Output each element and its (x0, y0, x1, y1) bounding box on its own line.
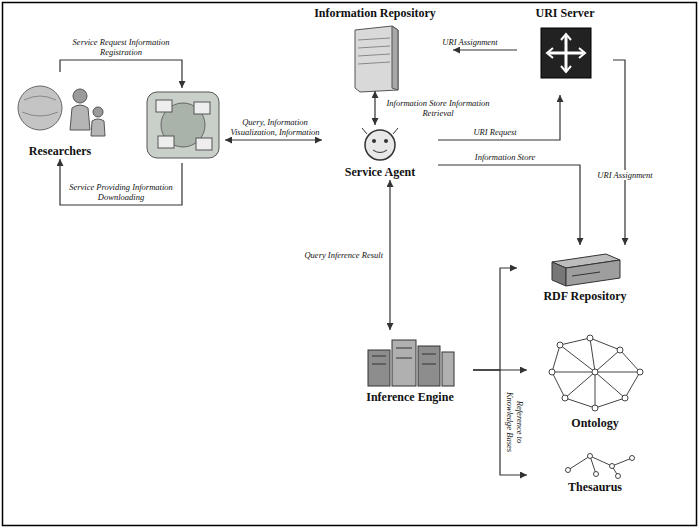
server-icon (552, 254, 620, 286)
node-label: Ontology (527, 416, 663, 431)
connector (60, 60, 182, 88)
thesaurus-tree (566, 454, 635, 479)
edge-label: Service Providing Information Downloadin… (64, 182, 178, 202)
connector (453, 49, 517, 50)
node-label: Information Repository (297, 6, 453, 21)
router-icon (541, 28, 591, 78)
knowledge-node: Ontology (527, 330, 663, 431)
portal-node (140, 88, 225, 163)
node-label: Researchers (7, 144, 113, 159)
frame-border (3, 3, 697, 526)
connector (225, 139, 322, 140)
repository-node: Information Repository (297, 6, 453, 91)
actor-node: Researchers (7, 72, 113, 159)
connector (613, 60, 625, 245)
engine-node: Inference Engine (347, 330, 473, 405)
icon-space (517, 245, 653, 289)
agent-node: Service Agent (322, 125, 438, 180)
server-tower-icon (355, 26, 398, 92)
icon-space (297, 21, 453, 91)
connector (374, 91, 375, 125)
connector (389, 180, 390, 330)
edge-label: Reference to Knowledge Bases (505, 381, 525, 463)
ontology-network (549, 335, 643, 411)
icon-space (347, 330, 473, 390)
node-label: Inference Engine (347, 390, 473, 405)
edge-label: Service Request Information Registration (64, 37, 178, 57)
icon-space (140, 88, 225, 163)
icon-space (7, 72, 113, 144)
connector (60, 159, 182, 205)
knowledge-node: Thesaurus (527, 448, 663, 495)
node-label: Thesaurus (527, 480, 663, 495)
icon-space (527, 330, 663, 416)
icon-space (517, 21, 613, 95)
edge-label: Query, Information Visualization, Inform… (226, 117, 324, 137)
portal-icon (147, 92, 219, 158)
icon-space (527, 448, 663, 480)
connector (473, 370, 527, 475)
edge-label: URI Assignment (596, 170, 653, 180)
agent-icon (362, 128, 398, 160)
node-label: RDF Repository (517, 289, 653, 304)
engine-icon (368, 340, 454, 386)
node-label: Service Agent (322, 165, 438, 180)
edge-label: URI Assignment (441, 37, 498, 47)
edge-label: Query Inference Result (303, 250, 384, 260)
edge-label: Information Store (474, 152, 536, 162)
connector (473, 268, 517, 370)
repository-node: RDF Repository (517, 245, 653, 304)
node-label: URI Server (517, 6, 613, 21)
edge-label: Information Store Information Retrieval (382, 98, 494, 118)
server-node: URI Server (517, 6, 613, 95)
connector (438, 165, 580, 245)
icon-space (322, 125, 438, 165)
researchers-icon (18, 86, 105, 136)
edge-label: URI Request (472, 127, 517, 137)
